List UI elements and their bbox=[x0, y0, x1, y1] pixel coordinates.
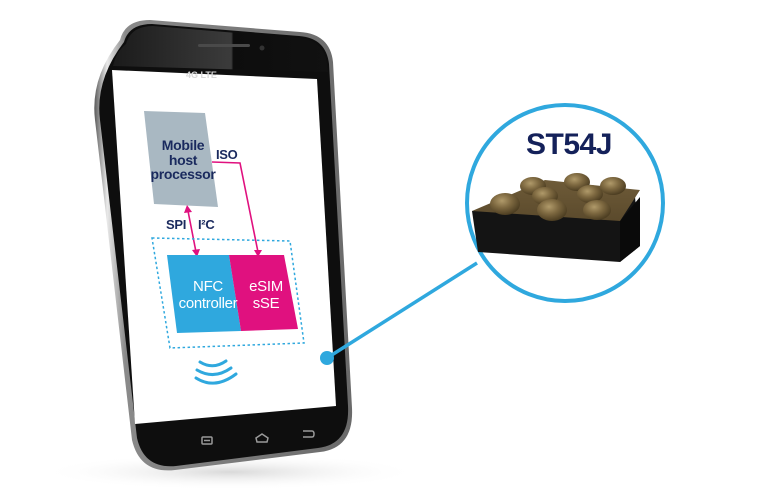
dashed-boundary bbox=[151, 237, 305, 349]
host-label-line: Mobile bbox=[161, 137, 205, 153]
esim-label-line: eSIM bbox=[249, 278, 283, 295]
network-badge: 4G LTE bbox=[186, 70, 217, 80]
nav-menu-icon bbox=[201, 436, 213, 445]
esim-label: eSIM sSE bbox=[243, 278, 289, 312]
host-processor-block bbox=[144, 111, 218, 207]
nfc-controller-label: NFC controller bbox=[176, 278, 240, 312]
st54j-chip bbox=[472, 173, 640, 262]
callout-dot bbox=[320, 351, 334, 365]
esim-label-line: sSE bbox=[252, 294, 280, 312]
nfc-label-line: controller bbox=[178, 294, 238, 312]
contactless-waves-icon bbox=[194, 359, 238, 385]
callout-line bbox=[326, 261, 478, 360]
nav-home-icon bbox=[255, 433, 269, 443]
host-label-line: processor bbox=[150, 166, 216, 183]
nfc-label-line: NFC bbox=[193, 278, 223, 295]
esim-block bbox=[229, 255, 298, 331]
chip-title: ST54J bbox=[526, 128, 612, 161]
host-label-line: host bbox=[168, 151, 198, 168]
nfc-controller-block bbox=[167, 255, 241, 333]
iso-label: ISO bbox=[216, 147, 238, 162]
host-processor-label: Mobile host processor bbox=[150, 138, 216, 182]
smartphone bbox=[94, 20, 353, 471]
i2c-label: I²C bbox=[198, 217, 215, 232]
nav-back-icon bbox=[303, 430, 315, 438]
spi-label: SPI bbox=[166, 217, 187, 232]
